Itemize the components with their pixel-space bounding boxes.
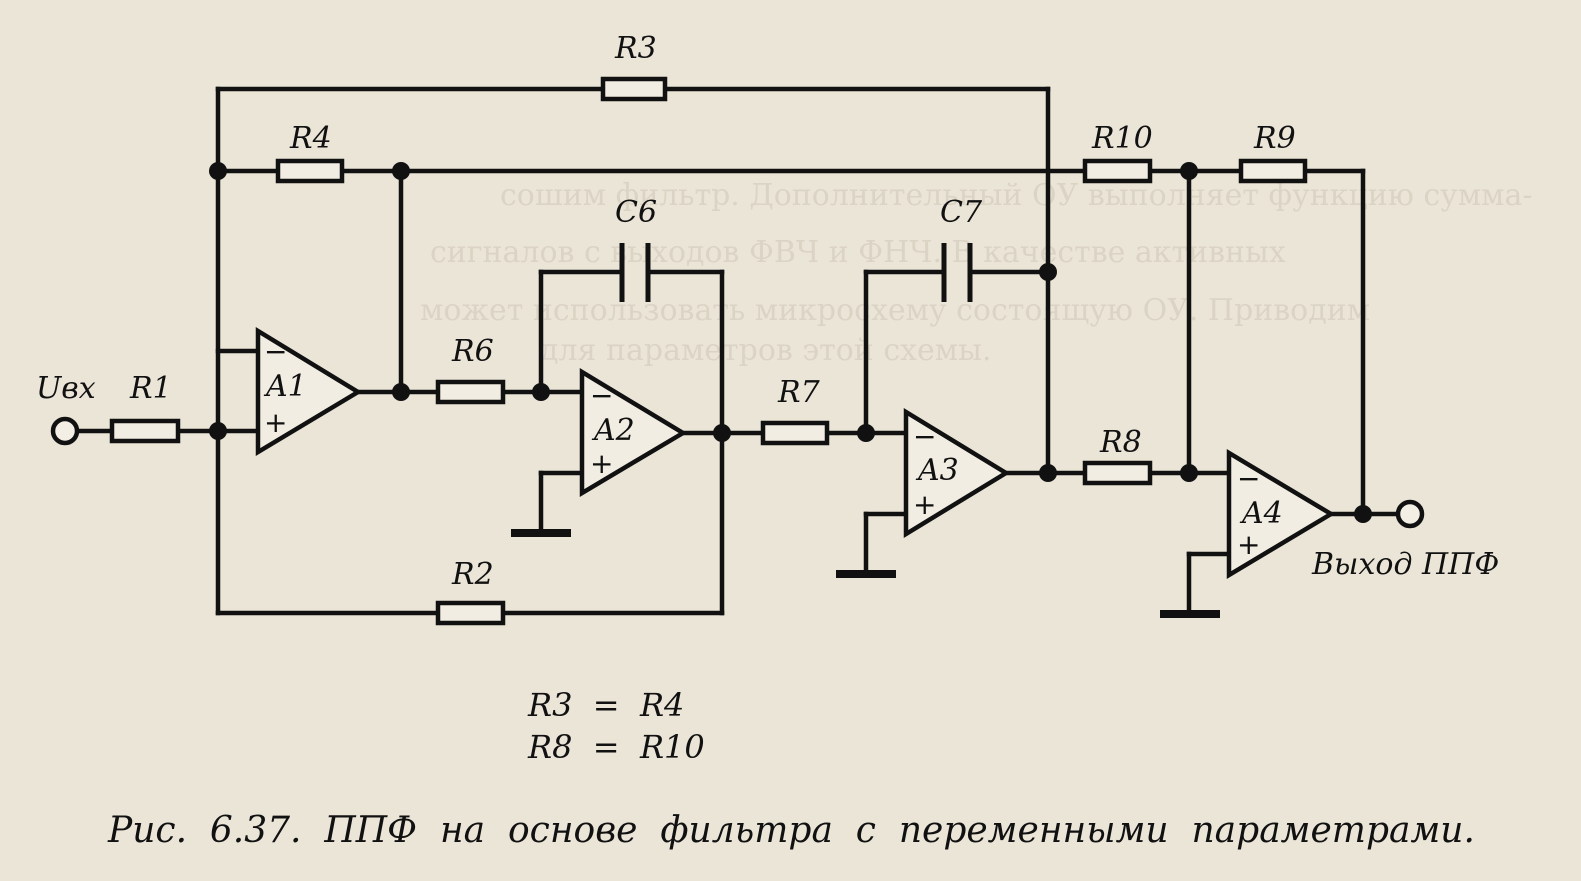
resistor-r9 [1238,158,1308,184]
pin-minus-a3: − [913,420,936,453]
label-a3: A3 [915,453,959,488]
resistor-r10 [1082,158,1153,184]
label-r9: R9 [1253,121,1296,156]
label-a4: A4 [1239,496,1283,531]
label-r2: R2 [451,557,494,592]
figure-caption: Рис. 6.37. ППФ на основе фильтра с перем… [107,810,1475,851]
label-r8: R8 [1099,425,1142,460]
output-terminal [1395,499,1425,529]
label-output: Выход ППФ [1311,547,1499,582]
resistor-r6 [435,379,506,405]
label-input-voltage: Uвх [36,371,96,406]
equation-r3-r4: R3 = R4 [527,686,684,724]
pin-plus-a1: + [264,406,287,439]
label-r4: R4 [289,121,332,156]
label-a1: A1 [263,369,307,404]
pin-minus-a4: − [1237,462,1260,495]
capacitor-c6 [619,243,651,302]
label-c7: C7 [940,195,983,230]
label-r1: R1 [129,371,172,406]
junction-dots [209,162,1372,523]
label-r6: R6 [451,334,494,369]
pin-plus-a3: + [913,488,936,521]
svg-text:для параметров этой схемы.: для параметров этой схемы. [540,333,992,368]
resistor-r4 [275,158,345,184]
opamp-a1 [255,326,363,456]
resistor-r3 [600,76,668,102]
opamp-a4 [1226,449,1336,579]
bleed-through-text: сошим фильтр. Дополнительный ОУ выполняе… [420,178,1533,368]
label-c6: C6 [615,195,657,230]
svg-text:сошим фильтр. Дополнительный О: сошим фильтр. Дополнительный ОУ выполняе… [500,178,1533,213]
label-r3: R3 [614,31,657,66]
label-r7: R7 [777,375,821,410]
resistor-r8 [1082,460,1153,486]
pin-plus-a4: + [1237,528,1260,561]
opamp-a3 [903,407,1011,539]
pin-minus-a2: − [590,379,613,412]
pin-plus-a2: + [590,447,613,480]
equation-r8-r10: R8 = R10 [527,728,705,766]
resistor-r2 [435,600,506,626]
label-r10: R10 [1091,121,1153,156]
opamp-a2 [579,368,688,497]
svg-text:сигналов с выходов ФВЧ и ФНЧ.: сигналов с выходов ФВЧ и ФНЧ. В качестве… [430,235,1286,270]
input-terminal [50,416,80,446]
pin-minus-a1: − [264,335,287,368]
label-a2: A2 [591,413,635,448]
capacitor-c7 [941,243,973,302]
resistor-r7 [760,420,830,446]
svg-text:может использовать микросхему: может использовать микросхему состоящую … [420,293,1370,328]
resistor-r1 [109,418,181,444]
